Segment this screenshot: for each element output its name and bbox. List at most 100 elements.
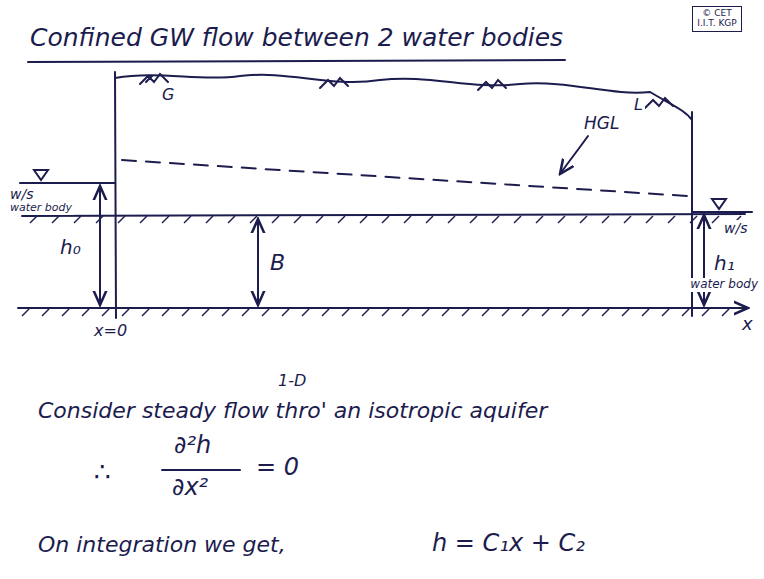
hatch-stroke	[462, 309, 469, 316]
hatch-stroke	[360, 216, 367, 223]
hatch-stroke	[558, 216, 565, 223]
hatch-stroke	[580, 216, 587, 223]
hatch-stroke	[522, 309, 529, 316]
hatch-stroke	[470, 216, 477, 223]
grass	[320, 78, 348, 88]
hatch-stroke	[302, 309, 309, 316]
water-surface	[20, 182, 115, 184]
hatch-stroke	[702, 309, 709, 316]
note-label: 1-D	[276, 372, 308, 390]
hatch-stroke	[222, 309, 229, 316]
equation-numerator: ∂²h	[172, 432, 213, 460]
hatch-stroke	[250, 216, 257, 223]
hatch-stroke	[382, 216, 389, 223]
hatch-stroke	[712, 216, 719, 223]
left-boundary	[115, 72, 116, 318]
hatch-stroke	[362, 309, 369, 316]
hatch-stroke	[42, 309, 49, 316]
hgl-line	[122, 160, 688, 196]
origin-label: x=0	[92, 322, 129, 340]
hatch-stroke	[342, 309, 349, 316]
hatch-stroke	[422, 309, 429, 316]
hatch-stroke	[102, 309, 109, 316]
statement-text: Consider steady flow thro' an isotropic …	[36, 398, 549, 423]
therefore-symbol: ∴	[92, 458, 113, 488]
watermark-text: © CET I.I.T. KGP	[697, 9, 737, 29]
head-label: h₀	[58, 236, 83, 259]
hatch-stroke	[294, 216, 301, 223]
hatch-stroke	[118, 216, 125, 223]
hatch-stroke	[542, 309, 549, 316]
hatch-stroke	[622, 309, 629, 316]
hatch-stroke	[502, 309, 509, 316]
hatch-stroke	[62, 309, 69, 316]
hatch-stroke	[602, 216, 609, 223]
hatch-stroke	[162, 216, 169, 223]
hatch-stroke	[404, 216, 411, 223]
hatch-stroke	[74, 216, 81, 223]
hatch-stroke	[242, 309, 249, 316]
line-label: HGL	[582, 114, 621, 134]
hatch-stroke	[162, 309, 169, 316]
hatch-stroke	[642, 309, 649, 316]
hatch-stroke	[140, 216, 147, 223]
grass	[645, 98, 673, 108]
hatch-stroke	[122, 309, 129, 316]
b-dimension	[257, 219, 259, 305]
point-label: L	[632, 96, 645, 114]
thickness-label: B	[268, 250, 287, 275]
hatch-stroke	[536, 216, 543, 223]
hatch-stroke	[184, 216, 191, 223]
fraction-bar	[162, 469, 240, 471]
hatching	[22, 216, 741, 316]
hatch-stroke	[322, 309, 329, 316]
hatch-stroke	[82, 309, 89, 316]
hatch-stroke	[722, 309, 729, 316]
hatch-stroke	[442, 309, 449, 316]
axis-label: x	[740, 314, 755, 335]
confining-layer	[22, 214, 745, 216]
hatch-stroke	[402, 309, 409, 316]
hatch-stroke	[562, 309, 569, 316]
title-underline	[28, 60, 565, 62]
hatch-stroke	[514, 216, 521, 223]
hatch-stroke	[426, 216, 433, 223]
impermeable-base	[18, 307, 748, 309]
hatch-stroke	[482, 309, 489, 316]
watermark-box: © CET I.I.T. KGP	[692, 6, 742, 32]
slide-title: Confined GW flow between 2 water bodies	[28, 24, 565, 53]
hatch-stroke	[142, 309, 149, 316]
hatch-stroke	[646, 216, 653, 223]
hatch-stroke	[682, 309, 689, 316]
hatch-stroke	[96, 216, 103, 223]
h0-dimension	[99, 186, 101, 305]
hatch-stroke	[30, 216, 37, 223]
hatch-stroke	[182, 309, 189, 316]
water-body-label: water body	[8, 202, 74, 215]
hatch-stroke	[316, 216, 323, 223]
point-label: G	[160, 86, 176, 104]
equation-denominator: ∂x²	[170, 474, 210, 502]
hatch-stroke	[582, 309, 589, 316]
hatch-stroke	[624, 216, 631, 223]
water-symbol	[34, 170, 48, 180]
water-symbol	[712, 199, 726, 209]
hatch-stroke	[602, 309, 609, 316]
hatch-stroke	[52, 216, 59, 223]
statement-text: On integration we get,	[36, 532, 288, 557]
hatch-stroke	[228, 216, 235, 223]
hatch-stroke	[282, 309, 289, 316]
hatch-stroke	[448, 216, 455, 223]
hatch-stroke	[690, 216, 697, 223]
grass	[140, 74, 168, 84]
hatch-stroke	[206, 216, 213, 223]
hatch-stroke	[262, 309, 269, 316]
hgl-leader	[560, 136, 588, 174]
hatch-stroke	[22, 309, 29, 316]
solution-equation: h = C₁x + C₂	[430, 530, 587, 558]
surface-label: w/s	[8, 186, 35, 202]
water-body-label: water body	[688, 278, 760, 292]
surface-label: w/s	[722, 220, 749, 236]
hatch-stroke	[668, 216, 675, 223]
